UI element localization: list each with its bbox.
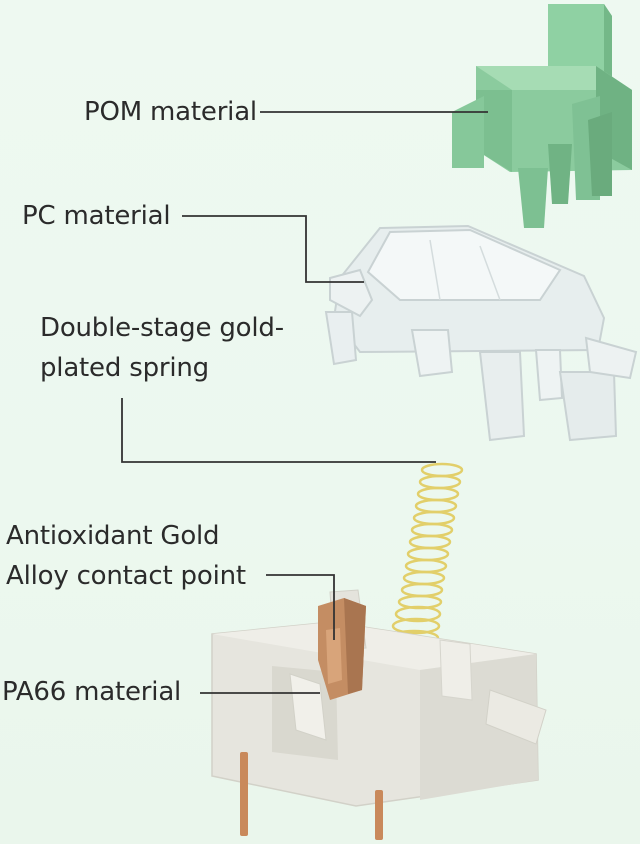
label-contact-point: Antioxidant Gold Alloy contact point	[6, 516, 246, 596]
bottom-housing-part	[211, 589, 547, 807]
leader-lines	[121, 111, 488, 694]
label-pa66-text: PA66 material	[2, 677, 182, 707]
contact-part	[318, 598, 366, 700]
pc-leader-line	[182, 215, 364, 283]
stem-part	[452, 4, 632, 228]
label-pc-text: PC material	[22, 201, 171, 231]
spring-leader-line	[121, 398, 436, 463]
label-pom-text: POM material	[84, 97, 257, 127]
label-contact-line2: Alloy contact point	[6, 561, 246, 591]
top-housing-part	[324, 224, 638, 442]
pins-part	[240, 752, 383, 840]
label-spring-line1: Double-stage gold-	[40, 313, 284, 343]
contact-leader-line	[266, 574, 335, 640]
label-pa66-material: PA66 material	[2, 672, 181, 712]
label-pc-material: PC material	[22, 196, 171, 236]
label-contact-line1: Antioxidant Gold	[6, 521, 220, 551]
label-spring: Double-stage gold- plated spring	[40, 308, 284, 388]
label-spring-line2: plated spring	[40, 353, 209, 383]
label-pom-material: POM material	[84, 92, 257, 132]
